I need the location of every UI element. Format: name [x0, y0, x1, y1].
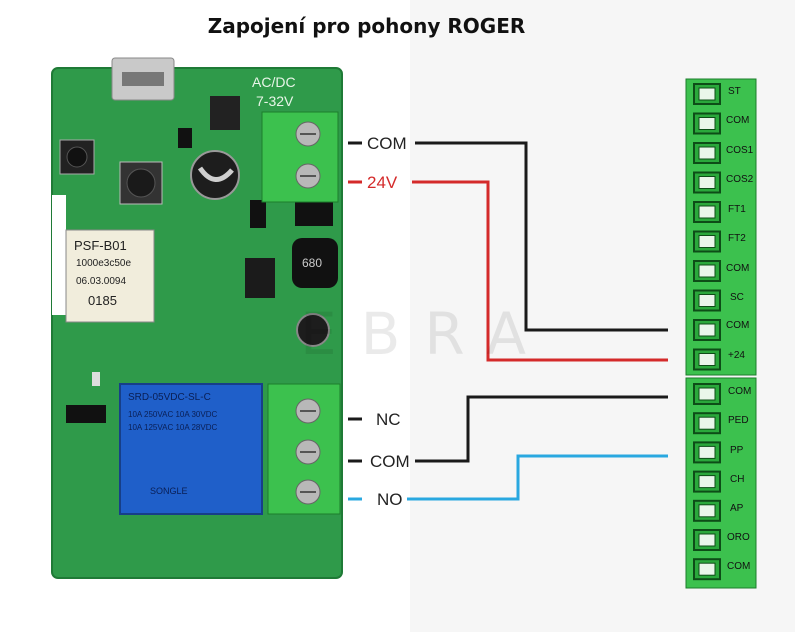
- terminal-label-cos1: COS1: [726, 145, 754, 156]
- terminal-screws: [693, 83, 721, 581]
- terminal-slot-inner: [698, 416, 716, 430]
- terminal-slot-inner: [698, 117, 716, 130]
- relay-brand: SONGLE: [150, 486, 188, 496]
- supply-label-1: AC/DC: [252, 74, 296, 90]
- terminal-label-com: COM: [726, 263, 750, 274]
- terminal-slot-inner: [698, 504, 716, 518]
- terminal-label-ft1: FT1: [728, 204, 746, 215]
- terminal-slot-inner: [698, 387, 716, 401]
- terminal-slot-inner: [698, 264, 716, 278]
- terminal-label-st: ST: [728, 86, 741, 97]
- wire-label-com-top: COM: [367, 134, 407, 153]
- module-label-3: 06.03.0094: [76, 276, 127, 287]
- terminal-slot-inner: [698, 533, 716, 547]
- terminal-slot-inner: [698, 323, 716, 337]
- terminal-slot-inner: [698, 87, 716, 101]
- terminal-label-plus24: +24: [728, 350, 745, 361]
- module-label-2: 1000e3c50e: [76, 258, 132, 269]
- inductor-label: 680: [302, 256, 323, 270]
- terminal-label-com: COM: [726, 320, 750, 331]
- module-label-4: 0185: [88, 293, 117, 308]
- terminal-slot-inner: [698, 353, 716, 366]
- terminal-label-ap: AP: [730, 503, 744, 514]
- relay-label-2: 10A 250VAC 10A 30VDC: [128, 410, 218, 419]
- wire-label-no: NO: [377, 490, 403, 509]
- terminal-slot-inner: [698, 146, 716, 160]
- terminal-label-com: COM: [728, 386, 752, 397]
- terminal-slot-inner: [698, 294, 716, 307]
- terminal-slot-inner: [698, 562, 716, 576]
- relay-label-1: SRD-05VDC-SL-C: [128, 392, 211, 403]
- terminal-label-ped: PED: [728, 415, 749, 426]
- wires: [348, 141, 668, 501]
- terminal-label-sc: SC: [730, 292, 744, 303]
- terminal-label-cos2: COS2: [726, 174, 754, 185]
- terminal-label-oro: ORO: [727, 532, 750, 543]
- wire-label-nc: NC: [376, 410, 401, 429]
- terminal-label-ft2: FT2: [728, 233, 746, 244]
- supply-label-2: 7-32V: [256, 93, 294, 109]
- terminal-slot-inner: [698, 235, 716, 248]
- module-label-1: PSF-B01: [74, 238, 127, 253]
- relay-label-3: 10A 125VAC 10A 28VDC: [128, 423, 218, 432]
- terminal-slot-inner: [698, 445, 716, 459]
- terminal-slot-inner: [698, 205, 716, 219]
- terminal-label-com: COM: [727, 561, 751, 572]
- terminal-label-pp: PP: [730, 445, 744, 456]
- relay-board: [51, 57, 343, 579]
- terminal-label-ch: CH: [730, 474, 745, 485]
- terminal-slot-inner: [698, 176, 716, 189]
- wire-label-com-bottom: COM: [370, 452, 410, 471]
- wire-label-24v: 24V: [367, 173, 398, 192]
- terminal-slot-inner: [698, 475, 716, 489]
- watermark: EBRA: [300, 300, 551, 368]
- diagram-title: Zapojení pro pohony ROGER: [207, 14, 526, 38]
- terminal-label-com: COM: [726, 115, 750, 126]
